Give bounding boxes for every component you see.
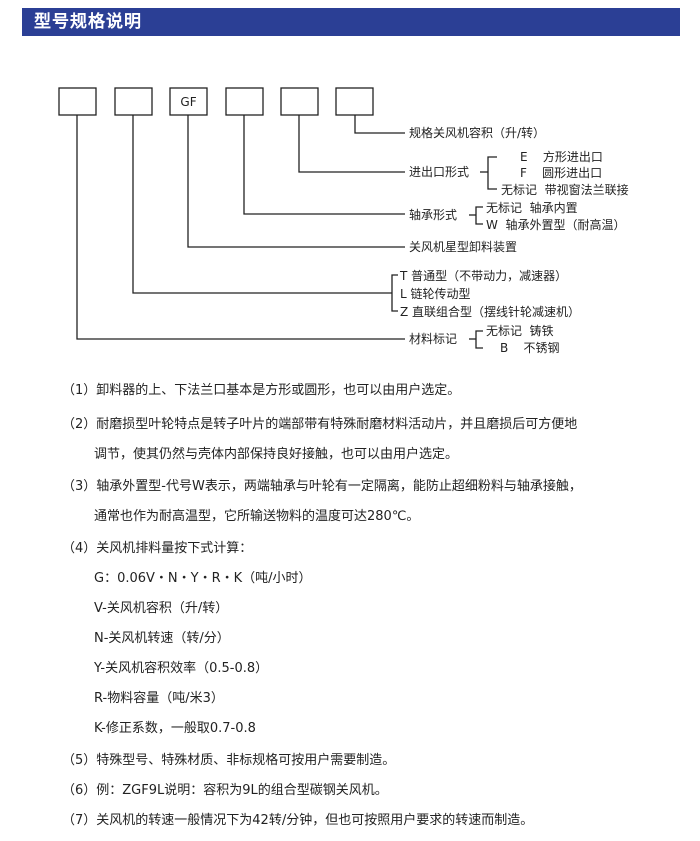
section-title: 型号规格说明 [34, 12, 142, 32]
capacity-label: 规格关风机容积（升/转） [409, 125, 545, 140]
note-2-cont: 调节，使其仍然与壳体内部保持良好接触，也可以由用户选定。 [94, 447, 459, 462]
port-option-none: 无标记 带视窗法兰联接 [501, 182, 629, 197]
leader-bearing [243, 115, 405, 215]
model-box-3-label: GF [180, 95, 196, 109]
bearing-option-w: W 轴承外置型（耐高温） [486, 217, 626, 232]
bracket-drive [391, 274, 398, 312]
formula-y: Y-关风机容积效率（0.5-0.8） [94, 661, 269, 676]
model-box-1 [58, 87, 97, 116]
leader-port [298, 115, 405, 173]
model-box-2 [114, 87, 153, 116]
bracket-port [487, 156, 497, 190]
note-3-cont: 通常也作为耐高温型，它所输送物料的温度可达280℃。 [94, 509, 420, 524]
note-1: （1）卸料器的上、下法兰口基本是方形或圆形，也可以由用户选定。 [62, 383, 461, 398]
leader-capacity [354, 115, 405, 134]
leader-material [76, 115, 405, 340]
leader-drive [132, 115, 392, 294]
leader-name [187, 115, 405, 248]
port-option-f: F 圆形进出口 [520, 166, 602, 180]
formula-v: V-关风机容积（升/转） [94, 601, 229, 616]
material-label: 材料标记 [409, 332, 457, 346]
bearing-option-none: 无标记 轴承内置 [486, 200, 578, 215]
formula-n: N-关风机转速（转/分） [94, 631, 230, 646]
note-3: （3）轴承外置型-代号W表示，两端轴承与叶轮有一定隔离，能防止超细粉料与轴承接触… [62, 479, 582, 494]
model-box-5 [280, 87, 319, 116]
material-option-b: B 不锈钢 [500, 341, 560, 355]
note-7: （7）关风机的转速一般情况下为42转/分钟，但也可按照用户要求的转速而制造。 [62, 813, 534, 828]
name-label: 关风机星型卸料装置 [409, 239, 517, 254]
bracket-material [475, 330, 483, 349]
model-code-diagram: GF 规格关风机容积（升/转） 进出口形式 E 方形进出口 F 圆形进出口 无标… [58, 87, 629, 355]
model-box-6 [335, 87, 374, 116]
note-2: （2）耐磨损型叶轮特点是转子叶片的端部带有特殊耐磨材料活动片，并且磨损后可方便地 [62, 417, 578, 432]
formula-g: G：0.06V・N・Y・R・K（吨/小时） [94, 571, 312, 586]
port-label: 进出口形式 [409, 165, 469, 179]
model-box-4 [225, 87, 264, 116]
drive-option-l: L 链轮传动型 [400, 286, 471, 301]
bracket-bearing [475, 206, 483, 225]
drive-option-t: T 普通型（不带动力，减速器） [399, 269, 567, 283]
formula-r: R-物料容量（吨/米3） [94, 691, 224, 706]
formula-k: K-修正系数，一般取0.7-0.8 [94, 721, 256, 736]
note-4: （4）关风机排料量按下式计算： [62, 541, 253, 556]
port-option-e: E 方形进出口 [520, 149, 603, 164]
section-header: 型号规格说明 [22, 8, 680, 36]
note-6: （6）例：ZGF9L说明：容积为9L的组合型碳钢关风机。 [62, 783, 388, 798]
drive-option-z: Z 直联组合型（摆线针轮减速机） [400, 304, 580, 319]
material-option-none: 无标记 铸铁 [486, 323, 554, 338]
bearing-label: 轴承形式 [409, 207, 457, 222]
note-5: （5）特殊型号、特殊材质、非标规格可按用户需要制造。 [62, 753, 396, 768]
